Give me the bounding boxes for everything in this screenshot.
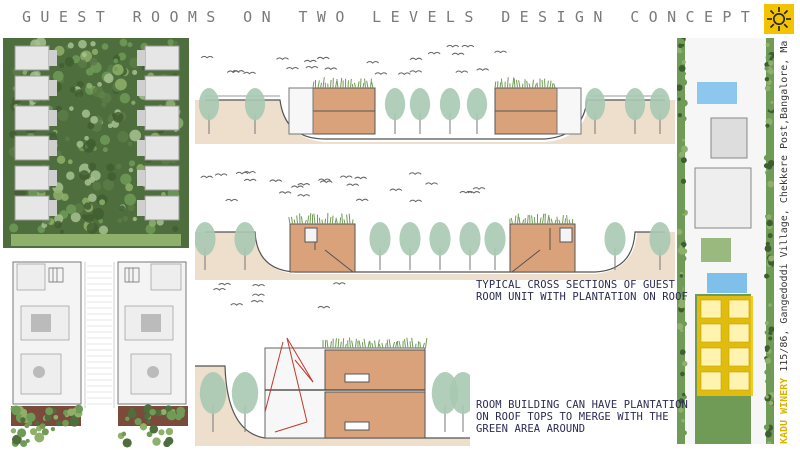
detail-cross-section bbox=[195, 282, 470, 446]
brand-name: KADU WINERY bbox=[779, 377, 790, 444]
sun-logo bbox=[764, 4, 794, 34]
aerial-site-plan bbox=[3, 38, 189, 248]
cross-section-2 bbox=[195, 170, 675, 280]
cross-section-1 bbox=[195, 44, 675, 144]
page-title: GUEST ROOMS ON TWO LEVELS DESIGN CONCEPT bbox=[22, 8, 760, 26]
cross-section-note: TYPICAL CROSS SECTIONS OF GUEST ROOM UNI… bbox=[476, 279, 688, 303]
site-address: 115/86, Gangedoddi Village, Chekkere Pos… bbox=[779, 40, 790, 378]
room-floor-plans bbox=[3, 258, 189, 448]
roof-plantation-note: ROOM BUILDING CAN HAVE PLANTATION ON ROO… bbox=[476, 399, 688, 435]
site-master-plan bbox=[677, 38, 774, 444]
site-address-label: KADU WINERY 115/86, Gangedoddi Village, … bbox=[779, 40, 790, 444]
